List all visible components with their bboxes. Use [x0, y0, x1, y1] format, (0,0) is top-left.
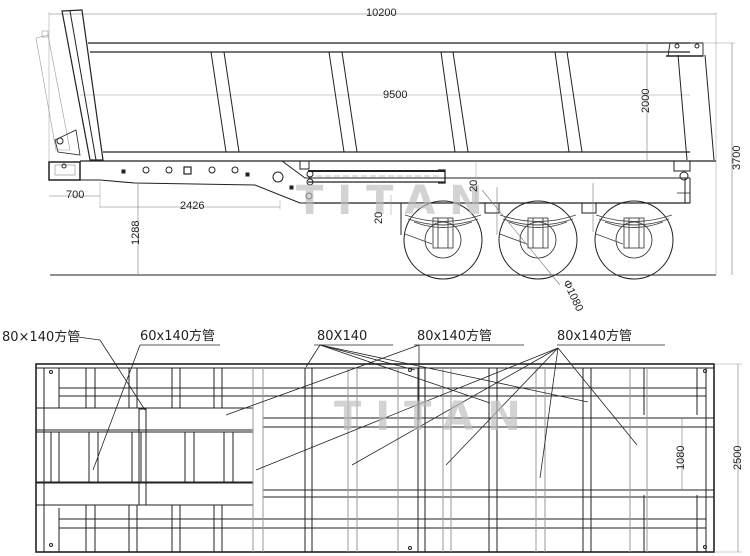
- dim-clearance-top: 20: [468, 180, 480, 192]
- wheels: [403, 200, 674, 280]
- dim-tire-diameter: Φ1080: [560, 278, 585, 313]
- cross-members: [50, 368, 698, 552]
- body-stakes: [210, 51, 583, 153]
- dim-body-height: 2000: [640, 89, 652, 113]
- dim-overall-width: 2500: [732, 446, 744, 470]
- dim-fifth-wheel-height: 1288: [130, 221, 142, 245]
- frame-holes: [121, 166, 313, 200]
- callout-mid-left: 80X140: [317, 329, 367, 344]
- dim-overall-height: 3700: [731, 146, 743, 170]
- dim-beam-spacing: 1080: [675, 446, 687, 470]
- side-view: [35, 9, 735, 286]
- watermark-top: TITAN: [334, 394, 535, 440]
- axle-hangers: [400, 183, 597, 235]
- dim-overall-length: 10200: [366, 7, 397, 19]
- callout-mid-right: 80x140方管: [417, 328, 492, 344]
- dim-front-overhang: 700: [66, 189, 84, 201]
- dim-body-length: 9500: [383, 89, 407, 101]
- top-view: [35, 336, 742, 553]
- watermark-side: TITAN: [296, 178, 497, 224]
- callout-leaders: [77, 336, 665, 479]
- callout-left-outer: 80×140方管: [2, 329, 80, 345]
- callout-right: 80x140方管: [557, 328, 632, 344]
- dim-clearance-side: 20: [373, 212, 385, 224]
- callout-left-inner: 60x140方管: [140, 328, 215, 344]
- leaf-springs: [404, 214, 673, 249]
- dim-kingpin-offset: 2426: [180, 200, 204, 212]
